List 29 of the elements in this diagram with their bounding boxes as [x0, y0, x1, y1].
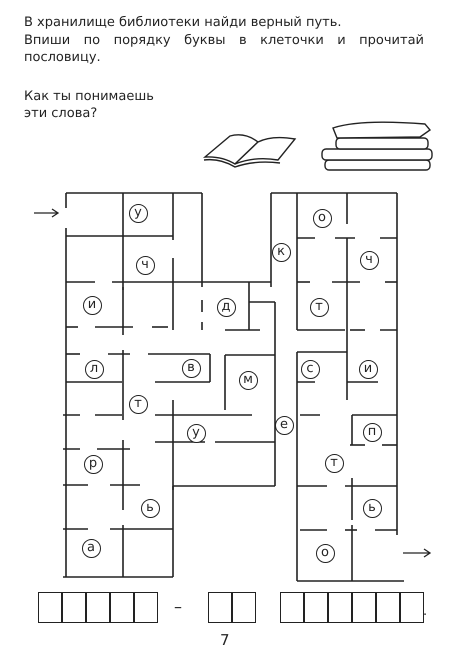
letter-circle: м — [238, 370, 258, 390]
letter-circle: у — [128, 204, 148, 222]
letter-circle: к — [272, 242, 290, 262]
page-number: 7 — [220, 632, 230, 649]
letter-circle: ч — [360, 250, 378, 270]
letter-circle: у — [186, 424, 206, 442]
letter-circle: о — [312, 208, 332, 228]
instruction-text: В хранилище библиотеки найди верный путь. — [24, 14, 342, 31]
period-mark: . — [423, 603, 428, 620]
letter-circle: т — [310, 298, 328, 316]
letter-circle: ь — [362, 498, 382, 518]
letter-circle: с — [300, 360, 320, 378]
letter-circle: е — [274, 416, 294, 434]
instruction-text: Впиши по порядку буквы в клеточки и прочитай пословицу. — [24, 32, 424, 66]
letter-circle: и — [82, 296, 102, 314]
letter-circle: р — [84, 454, 102, 474]
letter-circle: ь — [140, 498, 160, 518]
letter-circle: в — [182, 358, 200, 378]
letter-circle: о — [316, 544, 334, 562]
question-text: Как ты понимаешь эти слова? — [24, 88, 154, 122]
letter-circle: л — [84, 360, 104, 378]
letter-circle: а — [82, 538, 100, 558]
dash-mark: – — [174, 598, 182, 615]
letter-circle: п — [362, 422, 382, 442]
letter-circle: т — [324, 454, 344, 472]
letter-circle: д — [216, 298, 236, 316]
letter-circle: т — [128, 394, 148, 414]
letter-circle: ч — [136, 256, 154, 274]
letter-circle: и — [358, 360, 378, 378]
